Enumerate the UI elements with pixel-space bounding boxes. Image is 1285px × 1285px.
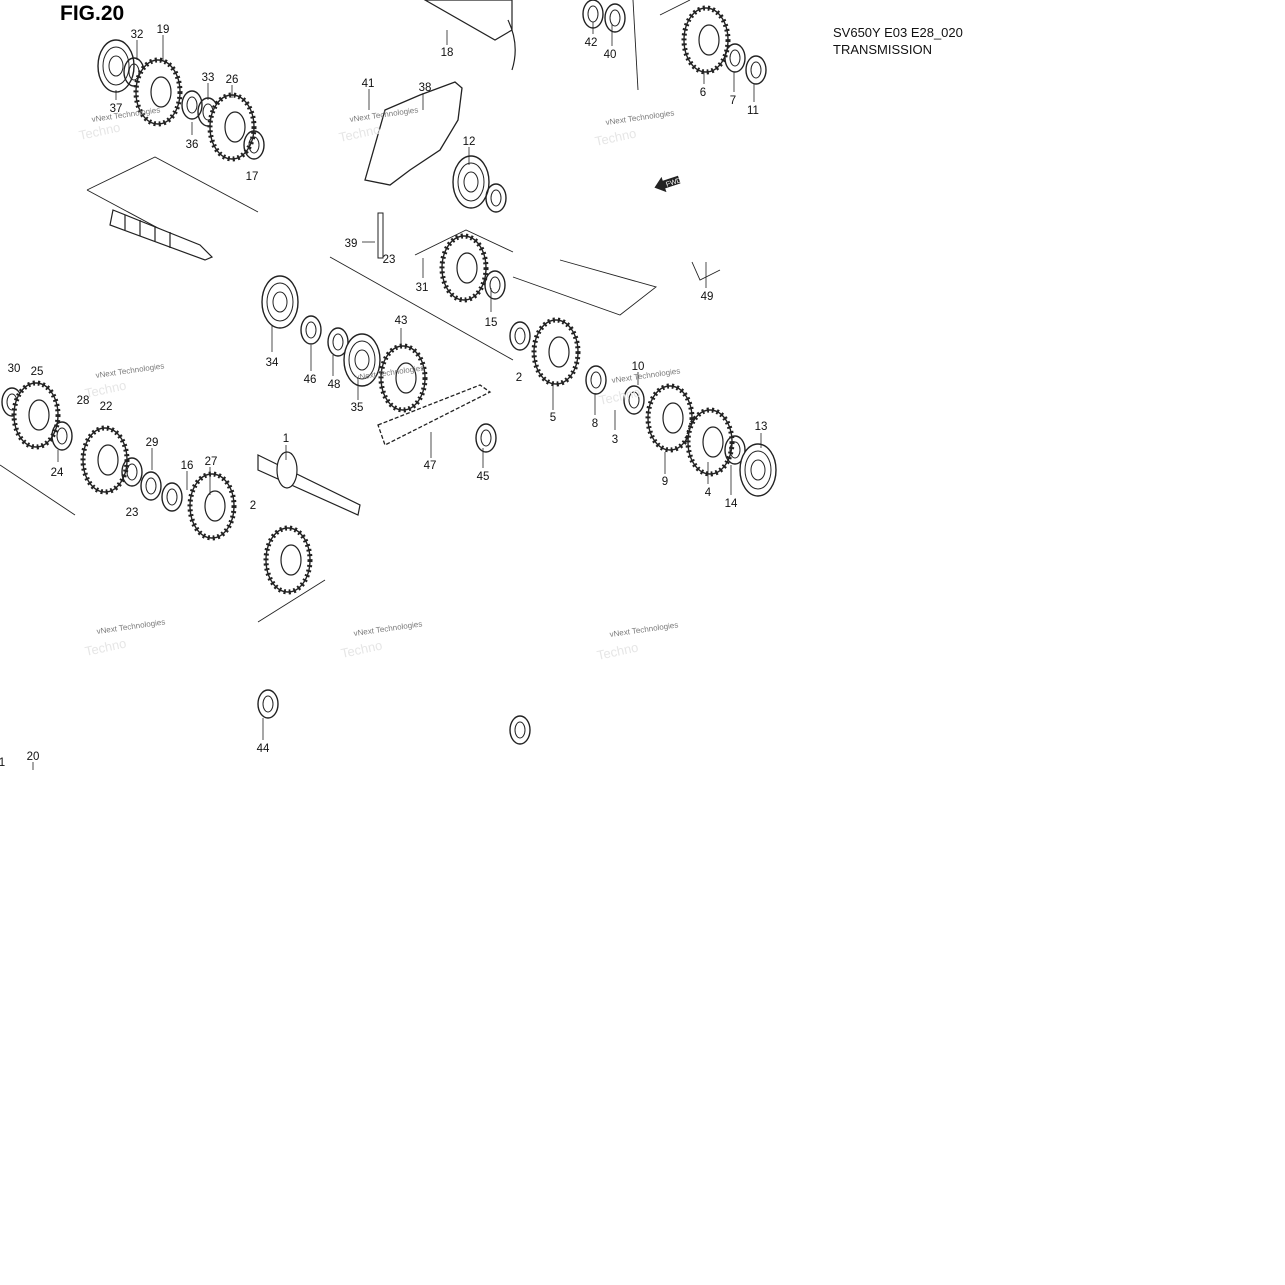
callout-28: 28 <box>77 395 90 407</box>
output-shaft-part <box>423 0 516 71</box>
watermark-text: vNext Technologies <box>609 620 679 639</box>
watermark-large: Techno <box>84 378 128 401</box>
watermark-large: Techno <box>78 120 122 143</box>
callout-23: 23 <box>383 254 396 266</box>
drive-chain <box>377 384 492 446</box>
callout-30: 30 <box>8 363 21 375</box>
callout-24: 24 <box>51 467 64 479</box>
callout-18: 18 <box>441 47 454 59</box>
callout-36: 36 <box>186 139 199 151</box>
watermark-large: Techno <box>84 636 128 659</box>
guide-lines <box>0 0 721 623</box>
callout-14: 14 <box>725 498 738 510</box>
callout-25: 25 <box>31 366 44 378</box>
callout-42: 42 <box>585 37 598 49</box>
watermarks: Techno vNext Technologies vNext Technolo… <box>78 105 681 663</box>
callout-47: 47 <box>424 460 437 472</box>
callout-41: 41 <box>362 78 375 90</box>
callout-8: 8 <box>592 418 598 430</box>
watermark-large: Techno <box>340 638 384 661</box>
callout-40: 40 <box>604 49 617 61</box>
callout-6: 6 <box>700 87 706 99</box>
watermark-text: vNext Technologies <box>611 366 681 385</box>
watermark-large: Techno <box>596 640 640 663</box>
forward-direction-badge: FWD <box>654 175 683 193</box>
pin-part <box>377 212 384 259</box>
watermark-large: Techno <box>594 126 638 149</box>
callout-16: 16 <box>181 460 194 472</box>
watermark-text: vNext Technologies <box>96 617 166 636</box>
callout-2b: 2 <box>250 500 256 512</box>
callout-39: 39 <box>345 238 358 250</box>
section-name: TRANSMISSION <box>833 42 932 57</box>
callout-34: 34 <box>266 357 279 369</box>
callout-29: 29 <box>146 437 159 449</box>
callout-26: 26 <box>226 74 239 86</box>
watermark-text: vNext Technologies <box>95 361 165 380</box>
callout-20: 20 <box>27 751 40 763</box>
callout-38: 38 <box>419 82 432 94</box>
callout-17: 17 <box>246 171 259 183</box>
callout-12: 12 <box>463 136 476 148</box>
countershaft-part <box>109 209 214 261</box>
callout-10: 10 <box>632 361 645 373</box>
callout-2: 2 <box>516 372 522 384</box>
callout-13: 13 <box>755 421 768 433</box>
callout-37: 37 <box>110 103 123 115</box>
watermark-text: vNext Technologies <box>605 108 675 127</box>
callout-23b: 23 <box>126 507 139 519</box>
callout-27: 27 <box>205 456 218 468</box>
main-shaft-part <box>257 451 361 516</box>
watermark-text: vNext Technologies <box>353 619 423 638</box>
callout-4: 4 <box>705 487 712 499</box>
callout-49: 49 <box>701 291 714 303</box>
callout-7: 7 <box>730 95 736 107</box>
callout-31: 31 <box>416 282 429 294</box>
callout-22: 22 <box>100 401 113 413</box>
fwd-label: FWD <box>665 177 682 189</box>
callout-9: 9 <box>662 476 668 488</box>
callout-15: 15 <box>485 317 498 329</box>
figure-title: FIG.20 <box>60 2 125 25</box>
callout-43: 43 <box>395 315 408 327</box>
callout-19: 19 <box>157 24 170 36</box>
callout-35: 35 <box>351 402 364 414</box>
callout-45: 45 <box>477 471 490 483</box>
callout-44: 44 <box>257 743 270 755</box>
callout-leaders <box>32 22 762 770</box>
callout-48: 48 <box>328 379 341 391</box>
callout-1b: 1 <box>0 757 5 769</box>
callout-33: 33 <box>202 72 215 84</box>
model-code: SV650Y E03 E28_020 <box>833 25 963 40</box>
callout-11: 11 <box>747 105 759 117</box>
callout-46: 46 <box>304 374 317 386</box>
watermark-large: Techno <box>338 122 382 145</box>
callout-numbers: 32 19 37 33 26 36 17 18 42 40 6 7 11 41 … <box>0 24 767 769</box>
callout-5: 5 <box>550 412 556 424</box>
callout-3: 3 <box>612 434 618 446</box>
callout-32: 32 <box>131 29 144 41</box>
bearing-retainer-plate <box>364 81 463 186</box>
callout-1: 1 <box>283 433 289 445</box>
